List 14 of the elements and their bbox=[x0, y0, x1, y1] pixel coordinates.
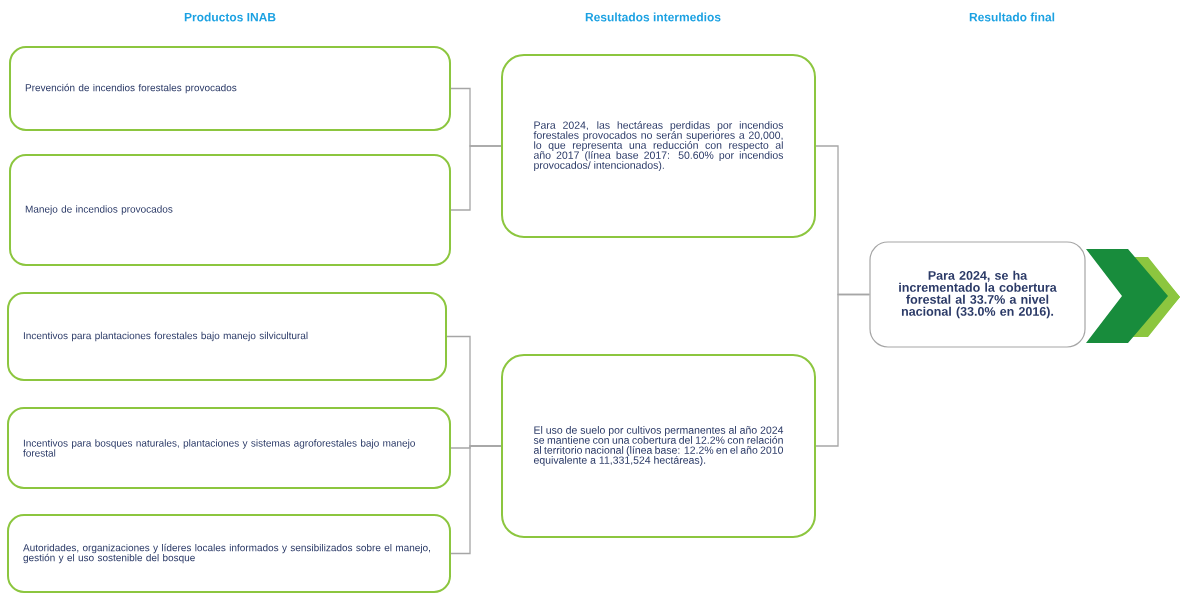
column-heading: Productos INAB bbox=[184, 12, 276, 22]
connector-line bbox=[815, 293, 871, 447]
final-result-box: Para 2024, se ha incrementado la cobertura forestal al 33.7% a nivel nacional (33.0% en 2016). bbox=[869, 241, 1086, 348]
column-heading: Resultado final bbox=[969, 12, 1055, 22]
connector-line bbox=[450, 445, 502, 555]
connector-line bbox=[450, 145, 502, 211]
column-heading: Resultados intermedios bbox=[585, 12, 721, 22]
result-box: El uso de suelo por cultivos permanentes al año 2024 se mantiene con una cobertura del 12.2% con relación al territorio nacional (línea base: 12.2% en el año 2010 equivalente a 11,331,524 hectáreas). bbox=[501, 354, 816, 538]
product-box: Manejo de incendios provocados bbox=[9, 154, 451, 266]
product-box: Incentivos para plantaciones forestales bajo manejo silvicultural bbox=[7, 292, 447, 381]
product-box: Autoridades, organizaciones y líderes locales informados y sensibilizados sobre el manejo, gestión y el uso sostenible del bosque bbox=[7, 514, 451, 593]
product-box: Incentivos para bosques naturales, plantaciones y sistemas agroforestales bajo manejo forestal bbox=[7, 407, 451, 489]
product-box: Prevención de incendios forestales provocados bbox=[9, 46, 451, 131]
result-box: Para 2024, las hectáreas perdidas por incendios forestales provocados no serán superiores a 20,000, lo que representa una reducción con respecto al año 2017 (línea base 2017: 50.60% por incendios provocados/ intencionados). bbox=[501, 54, 816, 238]
